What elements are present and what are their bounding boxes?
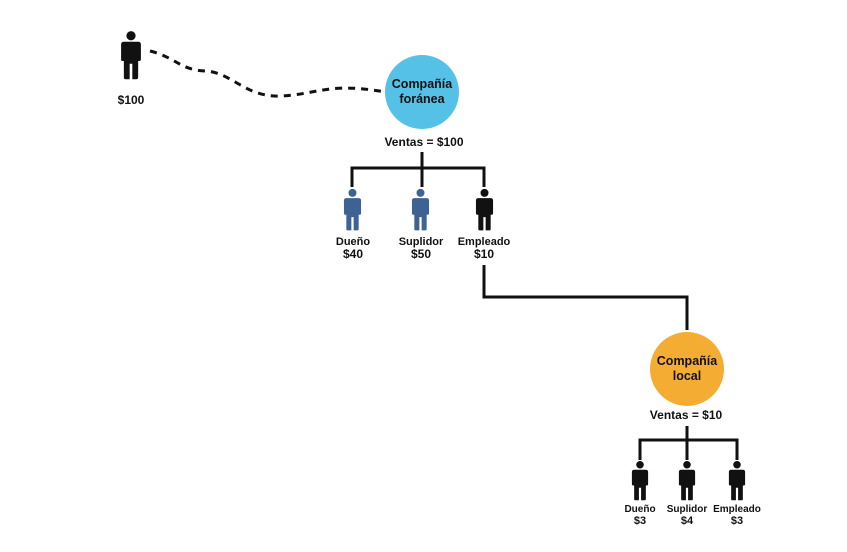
foreign-company-tree-connector [350, 152, 486, 187]
payment-flow-line [149, 49, 386, 98]
local-supplier-amount: $4 [680, 515, 694, 527]
foreign-company-name-line2: foránea [399, 92, 445, 106]
employee-to-local-company-connector [482, 265, 689, 330]
foreign-supplier-role: Suplidor [398, 236, 444, 248]
local-owner-person-icon [631, 460, 649, 501]
foreign-owner-role: Dueño [335, 236, 371, 248]
foreign-company-name-line1: Compañía [391, 77, 453, 91]
foreign-company-sales: Ventas = $100 [384, 135, 464, 149]
foreign-employee-amount: $10 [473, 247, 495, 261]
local-company-sales: Ventas = $10 [649, 408, 723, 422]
local-company-name: Compañía local [647, 354, 727, 384]
local-company-name-line1: Compañía [656, 354, 718, 368]
foreign-employee-person-icon [475, 188, 494, 231]
local-company-name-line2: local [672, 369, 702, 383]
foreign-owner-person-icon [343, 188, 362, 231]
foreign-owner-amount: $40 [342, 247, 364, 261]
local-supplier-person-icon [678, 460, 696, 501]
local-employee-person-icon [728, 460, 746, 501]
buyer-person-icon [121, 31, 141, 80]
buyer-amount: $100 [117, 93, 145, 107]
local-employee-role: Empleado [713, 504, 761, 515]
local-company-node [650, 332, 724, 406]
local-company-tree-connector [638, 426, 739, 460]
foreign-supplier-person-icon [411, 188, 430, 231]
local-employee-amount: $3 [730, 515, 744, 527]
local-owner-role: Dueño [624, 504, 656, 515]
foreign-company-node [385, 55, 459, 129]
foreign-employee-role: Empleado [457, 236, 511, 248]
foreign-supplier-amount: $50 [410, 247, 432, 261]
local-owner-amount: $3 [633, 515, 647, 527]
foreign-company-name: Compañía foránea [382, 77, 462, 107]
local-supplier-role: Suplidor [666, 504, 708, 515]
